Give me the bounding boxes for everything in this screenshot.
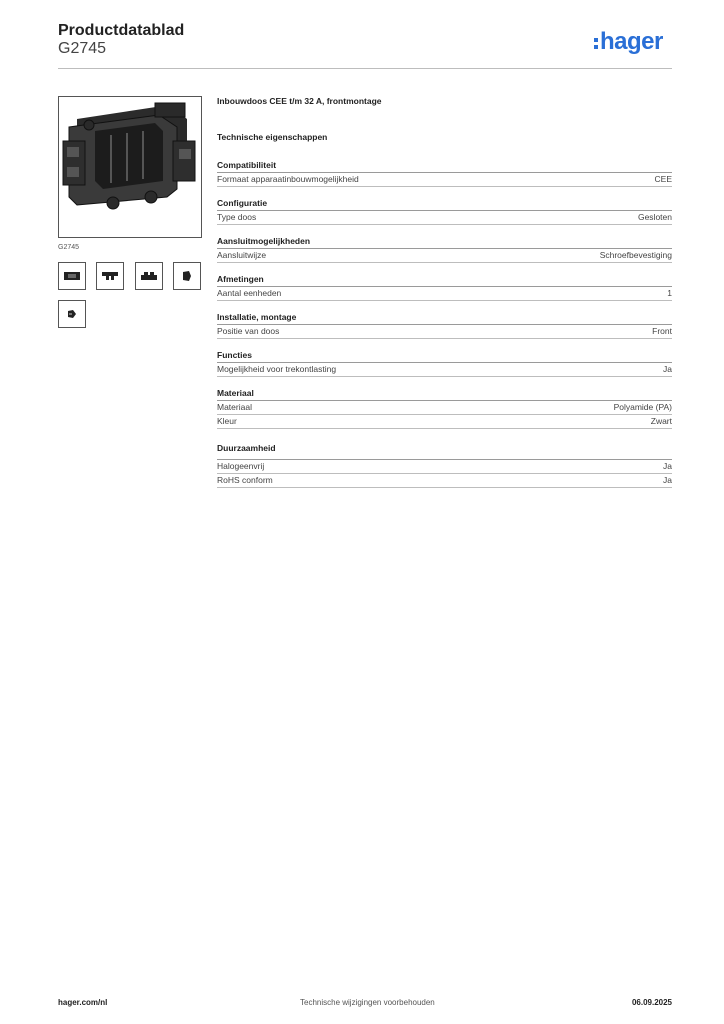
group-title-configuratie: Configuratie: [217, 198, 672, 211]
spec-value: Ja: [663, 364, 672, 374]
footer-date: 06.09.2025: [631, 998, 672, 1007]
spec-label: Formaat apparaatinbouwmogelijkheid: [217, 174, 359, 184]
section-heading: Technische eigenschappen: [217, 132, 328, 142]
logo-text: hager: [600, 28, 663, 55]
product-description: Inbouwdoos CEE t/m 32 A, frontmontage: [217, 96, 382, 106]
footer-website-link[interactable]: hager.com/nl: [58, 998, 108, 1007]
side-view-thumbnail[interactable]: [135, 262, 163, 290]
spec-value: Schroefbevestiging: [599, 250, 672, 260]
spec-label: Aansluitwijze: [217, 250, 267, 260]
product-code: G2745: [58, 40, 107, 57]
group-title-materiaal: Materiaal: [217, 388, 672, 401]
corner-view-icon: [183, 271, 191, 281]
spec-label: Halogeenvrij: [217, 461, 265, 471]
header-divider: [58, 68, 672, 69]
group-title-duurzaamheid: Duurzaamheid: [217, 443, 672, 460]
spec-label: Aantal eenheden: [217, 288, 282, 298]
group-title-compatibiliteit: Compatibiliteit: [217, 160, 672, 173]
image-caption: G2745: [58, 244, 80, 251]
spec-label: Materiaal: [217, 402, 252, 412]
spec-value: CEE: [654, 174, 672, 184]
spec-row: Positie van doos Front: [217, 325, 672, 339]
product-image: [58, 96, 202, 238]
spec-value: 1: [667, 288, 672, 298]
group-title-functies: Functies: [217, 350, 672, 363]
spec-row: Type doos Gesloten: [217, 211, 672, 225]
group-title-afmetingen: Afmetingen: [217, 274, 672, 287]
spec-value: Ja: [663, 461, 672, 471]
top-view-thumbnail[interactable]: [96, 262, 124, 290]
hager-logo[interactable]: hager: [594, 27, 663, 57]
group-title-aansluitmogelijkheden: Aansluitmogelijkheden: [217, 236, 672, 249]
side-view-icon: [141, 272, 157, 280]
top-view-icon: [102, 272, 118, 280]
corner-view-thumbnail[interactable]: [173, 262, 201, 290]
spec-label: Type doos: [217, 212, 257, 222]
spec-value: Zwart: [650, 416, 672, 426]
spec-row: Kleur Zwart: [217, 415, 672, 429]
spec-value: Polyamide (PA): [613, 402, 672, 412]
spec-row: Materiaal Polyamide (PA): [217, 401, 672, 415]
spec-value: Ja: [663, 475, 672, 485]
spec-row: Mogelijkheid voor trekontlasting Ja: [217, 363, 672, 377]
spec-value: Gesloten: [637, 212, 672, 222]
spec-row: RoHS conform Ja: [217, 474, 672, 488]
detail-view-thumbnail[interactable]: [58, 300, 86, 328]
spec-row: Aantal eenheden 1: [217, 287, 672, 301]
spec-value: Front: [652, 326, 672, 336]
detail-view-icon: [68, 310, 76, 318]
page-title: Productdatablad: [58, 22, 185, 39]
spec-label: Kleur: [217, 416, 237, 426]
spec-label: Mogelijkheid voor trekontlasting: [217, 364, 337, 374]
spec-row: Aansluitwijze Schroefbevestiging: [217, 249, 672, 263]
spec-row: Formaat apparaatinbouwmogelijkheid CEE: [217, 173, 672, 187]
front-view-thumbnail[interactable]: [58, 262, 86, 290]
spec-row: Halogeenvrij Ja: [217, 460, 672, 474]
specifications: Inbouwdoos CEE t/m 32 A, frontmontage Te…: [217, 96, 672, 488]
footer-notice: Technische wijzigingen voorbehouden: [300, 998, 435, 1007]
front-view-icon: [64, 272, 80, 280]
group-title-installatie: Installatie, montage: [217, 312, 672, 325]
logo-dots-icon: [594, 38, 598, 49]
spec-label: Positie van doos: [217, 326, 280, 336]
spec-label: RoHS conform: [217, 475, 273, 485]
